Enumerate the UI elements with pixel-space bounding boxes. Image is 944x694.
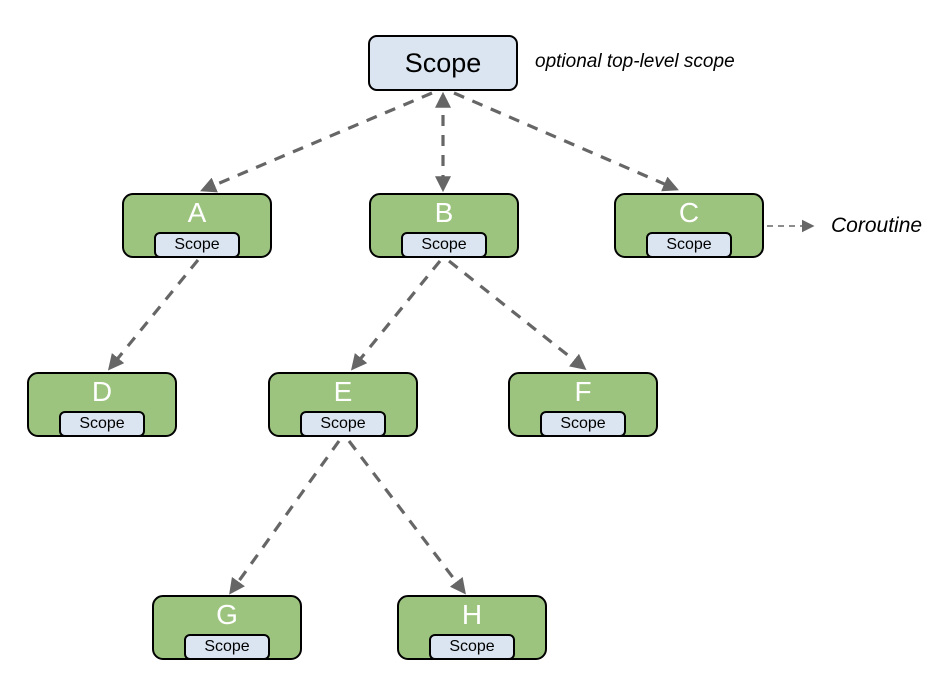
node-a-label: A [187,197,207,228]
node-f-label: F [574,376,592,407]
node-d: D Scope [27,372,177,437]
node-g-scope-label: Scope [204,638,250,655]
node-g-label: G [216,599,238,630]
edge-e-to-h [347,440,466,595]
node-g-scope-chip: Scope [184,634,270,660]
node-a: A Scope [122,193,272,258]
edge-scope-to-a [200,91,433,193]
edge-scope-to-c [453,91,679,192]
node-d-label: D [91,376,113,407]
node-h-label: H [461,599,483,630]
node-h-scope-label: Scope [449,638,495,655]
coroutine-annotation: Coroutine [831,214,923,237]
edge-b-to-f [448,259,587,370]
node-b-label: B [434,197,454,228]
node-c-label: C [678,197,700,228]
node-f-scope-chip: Scope [540,411,626,437]
node-b-scope-label: Scope [421,236,467,253]
node-f-scope-label: Scope [560,415,606,432]
node-c-scope-chip: Scope [646,232,732,258]
edge-e-to-g [229,440,341,595]
top-scope-annotation: optional top-level scope [535,51,735,72]
edge-b-to-e [350,259,442,371]
node-b: B Scope [369,193,519,258]
node-h-scope-chip: Scope [429,634,515,660]
node-f: F Scope [508,372,658,437]
node-top-scope-label: Scope [404,47,482,78]
node-e-label: E [333,376,353,407]
node-d-scope-chip: Scope [59,411,145,437]
node-c-scope-label: Scope [666,236,712,253]
node-g: G Scope [152,595,302,660]
node-b-scope-chip: Scope [401,232,487,258]
node-e-scope-label: Scope [320,415,366,432]
node-c: C Scope [614,193,764,258]
edge-a-to-d [107,258,200,371]
node-e: E Scope [268,372,418,437]
node-a-scope-chip: Scope [154,232,240,258]
node-a-scope-label: Scope [174,236,220,253]
node-e-scope-chip: Scope [300,411,386,437]
node-top-scope: Scope [368,35,518,91]
node-d-scope-label: Scope [79,415,125,432]
node-h: H Scope [397,595,547,660]
